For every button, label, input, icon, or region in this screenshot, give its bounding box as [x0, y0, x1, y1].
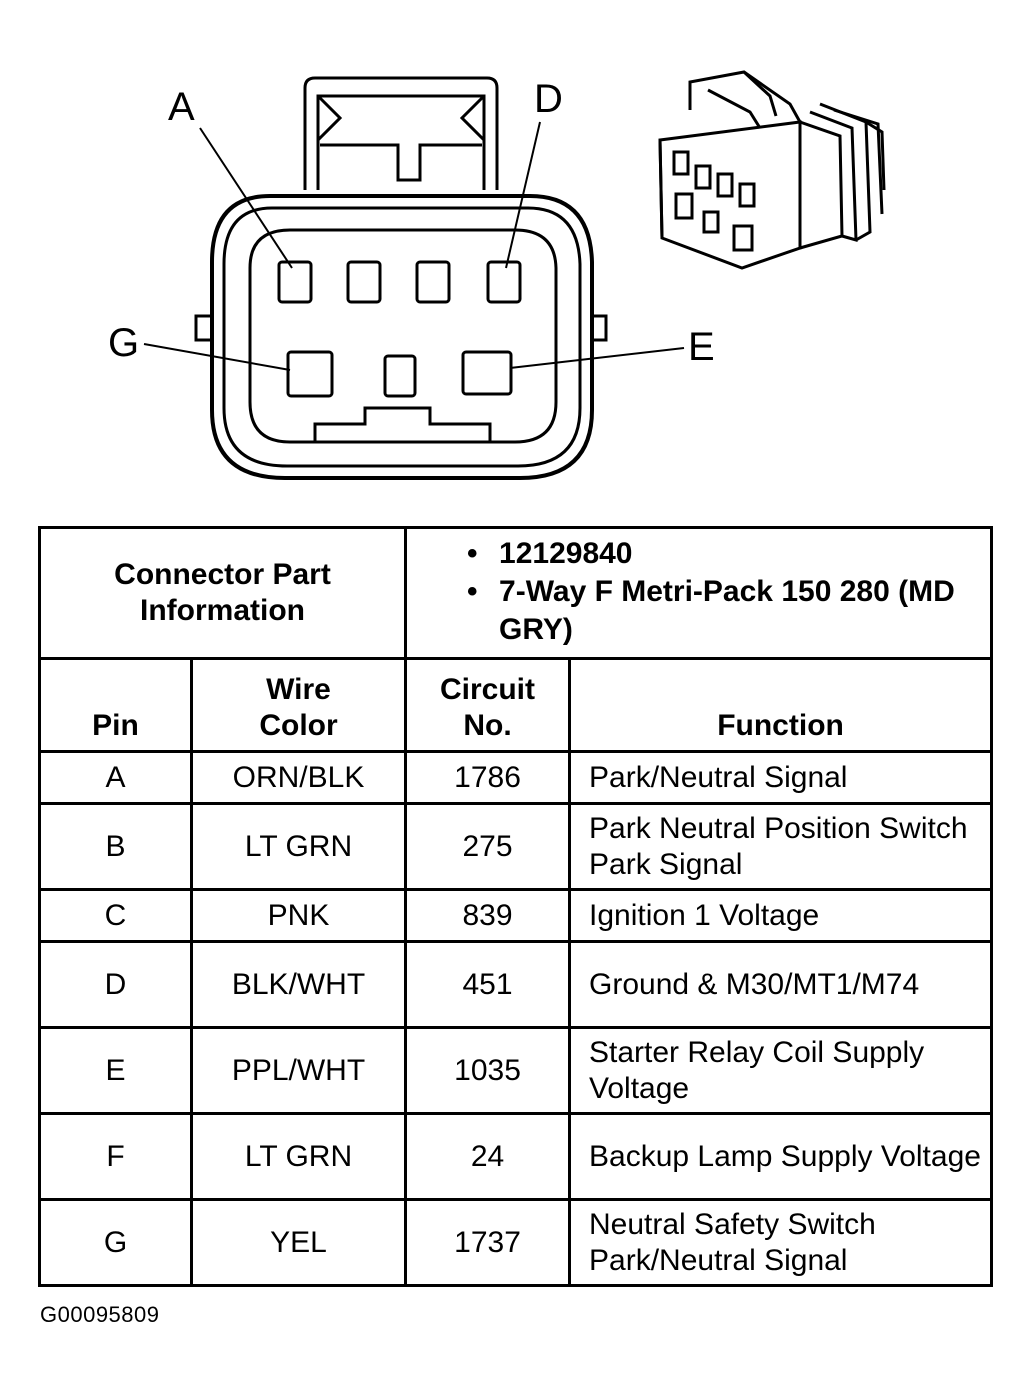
- wire-color-cell: LT GRN: [189, 1112, 408, 1201]
- table-row: E PPL/WHT 1035 Starter Relay Coil Supply…: [38, 1026, 994, 1115]
- function-cell: Neutral Safety Switch Park/Neutral Signa…: [568, 1198, 994, 1287]
- figure-id: G00095809: [40, 1302, 160, 1327]
- table-row: G YEL 1737 Neutral Safety Switch Park/Ne…: [38, 1198, 994, 1287]
- terminal-f: [383, 354, 417, 398]
- circuit-cell: 24: [404, 1112, 572, 1201]
- wire-color-cell: BLK/WHT: [189, 940, 408, 1029]
- wire-color-cell: PNK: [189, 888, 408, 943]
- terminal-g: [286, 350, 334, 398]
- connector-iso-view: [658, 70, 886, 270]
- terminal-d: [486, 260, 522, 304]
- connector-face-view: [143, 76, 685, 480]
- connector-part-info-label: Connector Part Information: [37, 526, 408, 660]
- table-row: B LT GRN 275 Park Neutral Position Switc…: [38, 802, 994, 891]
- part-info-row: Connector Part Information 12129840 7-Wa…: [37, 526, 994, 660]
- function-cell: Backup Lamp Supply Voltage: [568, 1112, 994, 1201]
- connector-diagram: A D G E: [108, 70, 886, 480]
- table-row: D BLK/WHT 451 Ground & M30/MT1/M74: [38, 940, 994, 1029]
- circuit-cell: 1786: [404, 750, 572, 805]
- header-function: Function: [568, 657, 994, 753]
- wire-color-cell: ORN/BLK: [189, 750, 408, 805]
- function-cell: Park Neutral Position Switch Park Signal: [568, 802, 994, 891]
- wire-color-cell: LT GRN: [189, 802, 408, 891]
- pin-cell: G: [38, 1198, 193, 1287]
- part-info-list: 12129840 7-Way F Metri-Pack 150 280 (MD …: [404, 526, 994, 660]
- terminal-e: [461, 350, 513, 396]
- label-e: E: [688, 325, 715, 369]
- pin-cell: E: [38, 1026, 193, 1115]
- circuit-cell: 275: [404, 802, 572, 891]
- table-row: C PNK 839 Ignition 1 Voltage: [38, 888, 994, 943]
- terminal-b: [346, 260, 382, 304]
- table-row: A ORN/BLK 1786 Park/Neutral Signal: [38, 750, 994, 805]
- wire-color-cell: PPL/WHT: [189, 1026, 408, 1115]
- part-number: 12129840: [467, 535, 980, 573]
- circuit-cell: 1737: [404, 1198, 572, 1287]
- function-cell: Ignition 1 Voltage: [568, 888, 994, 943]
- pin-cell: C: [38, 888, 193, 943]
- header-pin: Pin: [38, 657, 193, 753]
- circuit-cell: 839: [404, 888, 572, 943]
- label-a: A: [168, 85, 195, 129]
- function-cell: Ground & M30/MT1/M74: [568, 940, 994, 1029]
- pin-cell: B: [38, 802, 193, 891]
- pin-cell: D: [38, 940, 193, 1029]
- label-g: G: [108, 321, 139, 365]
- function-cell: Park/Neutral Signal: [568, 750, 994, 805]
- connector-type: 7-Way F Metri-Pack 150 280 (MD GRY): [467, 573, 980, 649]
- table-row: F LT GRN 24 Backup Lamp Supply Voltage: [38, 1112, 994, 1201]
- circuit-cell: 451: [404, 940, 572, 1029]
- pin-cell: F: [38, 1112, 193, 1201]
- function-cell: Starter Relay Coil Supply Voltage: [568, 1026, 994, 1115]
- connector-table: Connector Part Information 12129840 7-Wa…: [37, 526, 994, 1287]
- label-d: D: [534, 77, 563, 121]
- circuit-cell: 1035: [404, 1026, 572, 1115]
- terminal-c: [415, 260, 451, 304]
- pin-cell: A: [38, 750, 193, 805]
- terminal-a: [277, 260, 313, 304]
- wire-color-cell: YEL: [189, 1198, 408, 1287]
